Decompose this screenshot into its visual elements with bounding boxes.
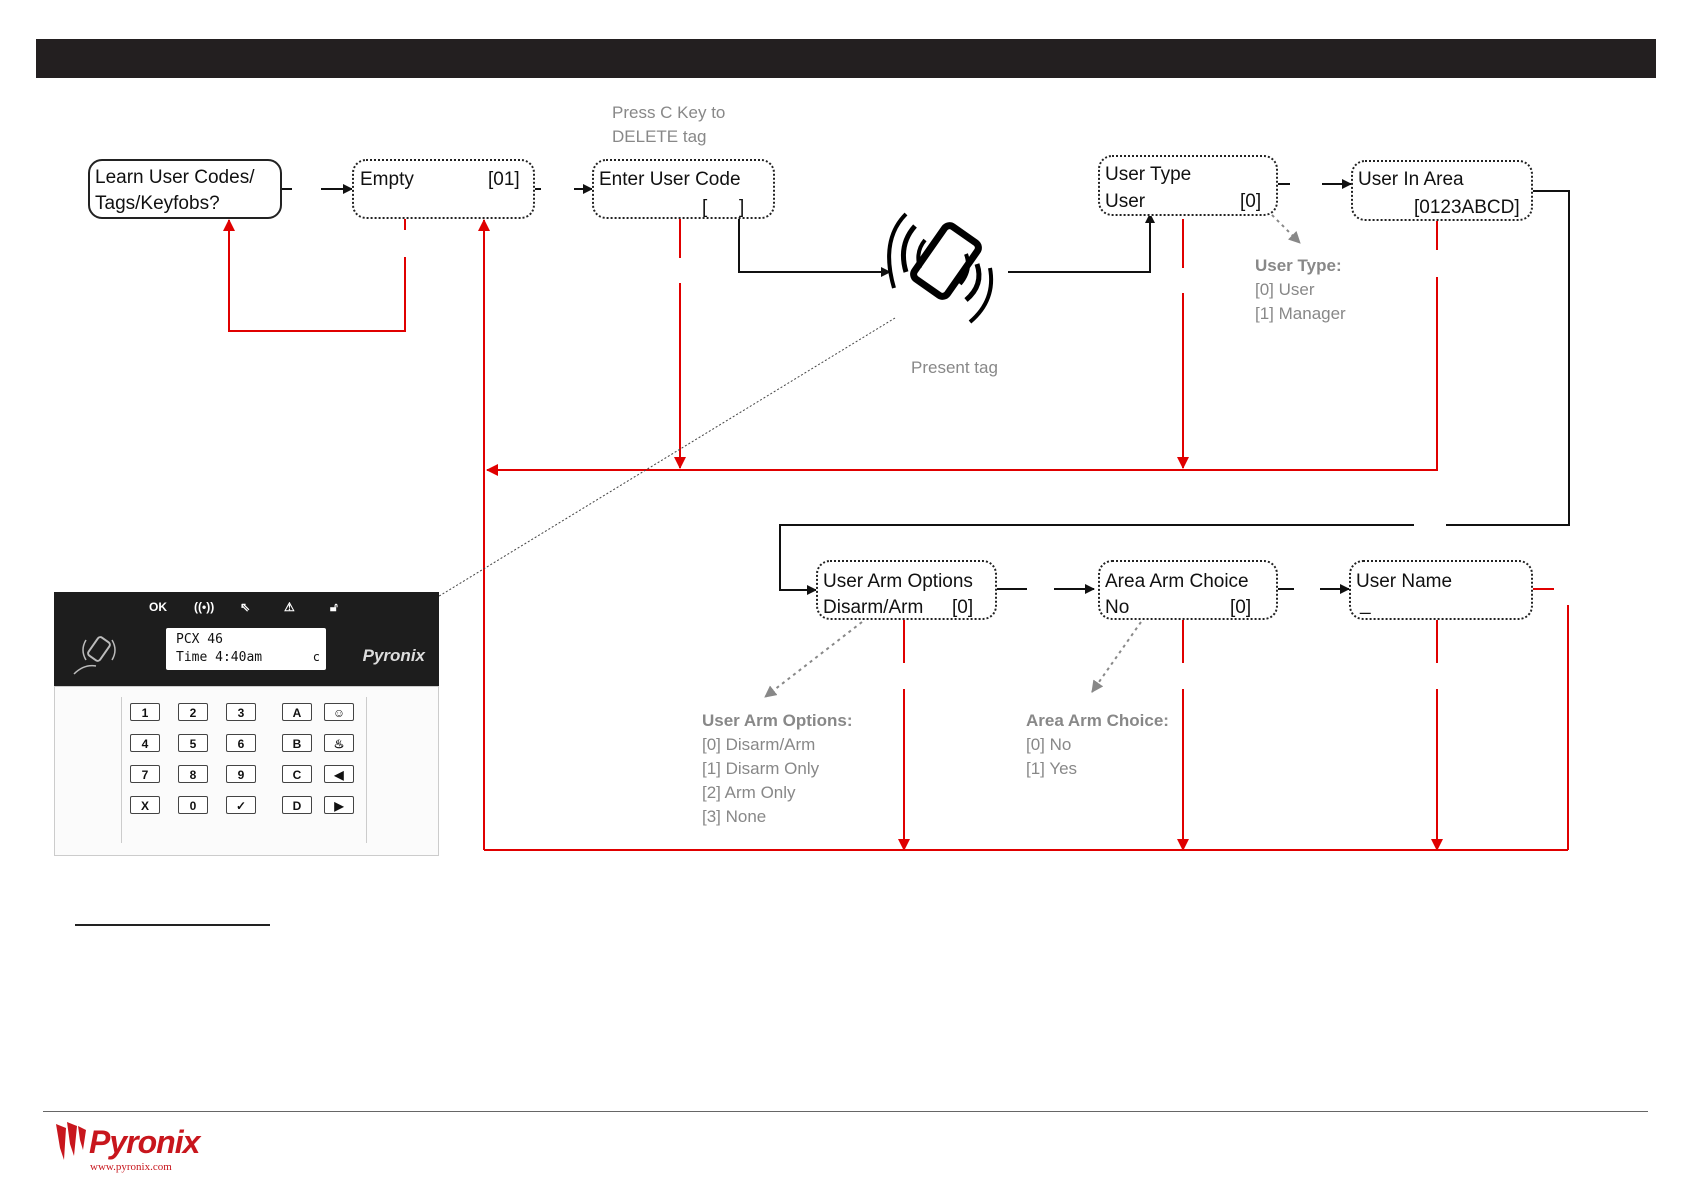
user-arm-options-box: User Arm Options Disarm/Arm [0]: [816, 560, 997, 620]
user-type-option-0: [0] User: [1255, 280, 1315, 299]
footer-divider: [43, 1111, 1648, 1112]
footer-logo: Pyronix: [89, 1124, 200, 1160]
present-tag-label: Present tag: [911, 358, 998, 377]
area-arm-title: Area Arm Choice:: [1026, 711, 1169, 730]
police-icon: ☺: [324, 703, 354, 721]
empty-label: Empty: [360, 169, 414, 190]
ok-indicator: OK: [149, 600, 167, 614]
return-flow: [223, 219, 1569, 851]
key-9: 9: [226, 765, 256, 783]
present-tag-icon: [887, 212, 993, 324]
footer-url[interactable]: www.pyronix.com: [90, 1161, 172, 1173]
area-arm-value: [0]: [1230, 597, 1252, 618]
user-type-value: [0]: [1240, 191, 1262, 212]
hint-pointers: [764, 209, 1301, 698]
empty-value: [01]: [488, 169, 520, 190]
area-arm-option-1: [1] Yes: [1026, 759, 1078, 778]
keypad-lcd: PCX 46 Time 4:40am c: [166, 628, 326, 670]
key-5: 5: [178, 734, 208, 752]
enter-user-code-box: Enter User Code [ ]: [592, 159, 775, 219]
arm-options-label: User Arm Options: [823, 571, 973, 592]
user-in-area-label: User In Area: [1358, 169, 1464, 190]
left-arrow-icon: ◀: [324, 765, 354, 783]
area-arm-choice-box: Area Arm Choice No [0]: [1098, 560, 1278, 620]
arm-options-sub: Disarm/Arm: [823, 597, 924, 618]
key-4: 4: [130, 734, 160, 752]
forward-flow: [282, 179, 1570, 595]
keypad-brand: Pyronix: [362, 646, 425, 665]
pyronix-logo-icon: [56, 1122, 86, 1160]
user-type-title: User Type:: [1255, 256, 1342, 275]
fire-icon: ♨: [324, 734, 354, 752]
arm-option-1: [1] Disarm Only: [702, 759, 820, 778]
user-type-sub: User: [1105, 191, 1146, 212]
right-arrow-icon: ▶: [324, 796, 354, 814]
user-type-label: User Type: [1105, 164, 1192, 185]
key-6: 6: [226, 734, 256, 752]
key-x: X: [130, 796, 160, 814]
user-in-area-box: User In Area [0123ABCD]: [1351, 160, 1533, 221]
key-1: 1: [130, 703, 160, 721]
enter-code-value: [ ]: [702, 197, 745, 218]
learn-line2: Tags/Keyfobs?: [95, 193, 220, 214]
lcd-char: c: [312, 650, 320, 664]
keypad-callout-line: [435, 317, 896, 599]
warning-icon: ⚠: [284, 600, 295, 614]
key-c: C: [282, 765, 312, 783]
user-in-area-value: [0123ABCD]: [1414, 197, 1520, 218]
user-name-box: User Name _: [1349, 560, 1533, 620]
key-a: A: [282, 703, 312, 721]
user-name-label: User Name: [1356, 571, 1453, 592]
key-2: 2: [178, 703, 208, 721]
proximity-reader-icon: [73, 636, 116, 675]
user-name-cursor: _: [1360, 594, 1371, 615]
lcd-line2: Time 4:40am: [176, 650, 263, 665]
user-type-option-1: [1] Manager: [1255, 304, 1346, 323]
press-c-note-line2: DELETE tag: [612, 127, 707, 146]
learn-line1: Learn User Codes/: [95, 167, 255, 188]
key-d: D: [282, 796, 312, 814]
keypad-illustration: OK ((•)) ⇖ ⚠ 🔓︎ PCX 46 Time 4:40am c Pyr…: [54, 592, 439, 856]
key-7: 7: [130, 765, 160, 783]
area-arm-label: Area Arm Choice: [1105, 571, 1249, 592]
bell-icon: ((•)): [194, 600, 215, 614]
enter-code-label: Enter User Code: [599, 169, 741, 190]
key-3: 3: [226, 703, 256, 721]
area-arm-option-0: [0] No: [1026, 735, 1072, 754]
user-type-box: User Type User [0]: [1098, 155, 1278, 216]
arm-option-2: [2] Arm Only: [702, 783, 796, 802]
section-rule: [75, 924, 270, 926]
tamper-icon: ⇖: [240, 600, 251, 614]
keypad-buttons-panel: 1 2 3 A ☺ 4 5 6 B ♨ 7 8 9 C ◀ X 0 ✓ D ▶: [54, 686, 439, 856]
key-b: B: [282, 734, 312, 752]
learn-user-codes-box: Learn User Codes/ Tags/Keyfobs?: [88, 159, 282, 219]
key-8: 8: [178, 765, 208, 783]
arm-option-0: [0] Disarm/Arm: [702, 735, 816, 754]
key-0: 0: [178, 796, 208, 814]
header-bar: [36, 39, 1656, 78]
empty-box: Empty [01]: [352, 159, 535, 219]
arm-option-3: [3] None: [702, 807, 767, 826]
key-check: ✓: [226, 796, 256, 814]
press-c-note-line1: Press C Key to: [612, 103, 726, 122]
keypad-display-panel: OK ((•)) ⇖ ⚠ 🔓︎ PCX 46 Time 4:40am c Pyr…: [54, 592, 439, 686]
area-arm-sub: No: [1105, 597, 1130, 618]
keypad-keys: 1 2 3 A ☺ 4 5 6 B ♨ 7 8 9 C ◀ X 0 ✓ D ▶: [121, 697, 367, 843]
arm-options-value: [0]: [952, 597, 974, 618]
arm-options-title: User Arm Options:: [702, 711, 853, 730]
lcd-line1: PCX 46: [176, 632, 223, 647]
unlock-icon: 🔓︎: [330, 600, 338, 614]
